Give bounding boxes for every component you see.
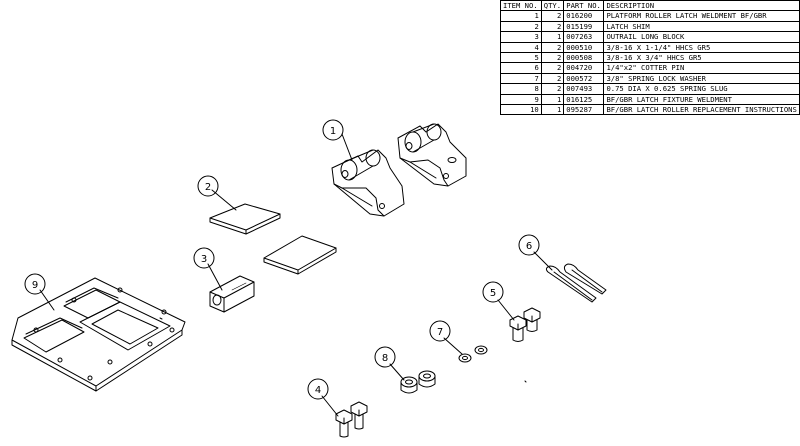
part-7-lock-washer-a — [458, 353, 472, 363]
balloon-8: 8 — [374, 346, 405, 381]
bom-description: PLATFORM ROLLER LATCH WELDMENT BF/GBR — [603, 10, 800, 22]
balloon-label-5: 5 — [490, 288, 496, 299]
part-9-latch-fixture-plate — [11, 277, 186, 392]
balloon-label-2: 2 — [205, 182, 211, 193]
balloon-4: 4 — [307, 378, 339, 417]
balloon-3: 3 — [193, 247, 223, 291]
bom-part-no: 007493 — [563, 83, 605, 95]
balloon-7: 7 — [429, 320, 463, 355]
balloon-label-7: 7 — [437, 327, 443, 338]
bom-header-part-no: PART NO. — [563, 0, 605, 12]
bom-description: 3/8" SPRING LOCK WASHER — [603, 72, 800, 85]
part-8-spring-slug-a — [400, 376, 418, 394]
drafting-marks — [159, 317, 527, 383]
bom-part-no: 015199 — [563, 20, 605, 33]
bom-item-no: 10 — [500, 104, 542, 116]
balloon-label-8: 8 — [382, 353, 388, 364]
part-5-short-bolt-b — [523, 307, 541, 332]
balloon-label-3: 3 — [201, 254, 207, 265]
balloon-label-9: 9 — [32, 280, 38, 291]
part-3-outrail-long-block — [209, 275, 255, 313]
bom-description: 3/8-16 X 1-1/4" HHCS GR5 — [603, 41, 800, 54]
part-5-short-bolt-a — [509, 315, 527, 342]
bom-part-no: 007263 — [563, 31, 605, 43]
part-2-latch-shim-b — [263, 235, 337, 275]
part-4-long-bolt-b — [350, 401, 368, 430]
balloon-9: 9 — [24, 273, 55, 311]
balloon-label-6: 6 — [526, 241, 532, 252]
balloon-2: 2 — [197, 175, 237, 211]
part-7-lock-washer-b — [474, 345, 488, 355]
balloon-label-4: 4 — [315, 385, 321, 396]
part-4-long-bolt-a — [335, 409, 353, 438]
part-8-spring-slug-b — [418, 370, 436, 388]
bom-description: BF/GBR LATCH ROLLER REPLACEMENT INSTRUCT… — [603, 104, 800, 116]
bom-part-no: 095287 — [563, 104, 605, 116]
bom-header-row: ITEM NO. QTY. PART NO. DESCRIPTION — [500, 0, 800, 12]
bom-description: BF/GBR LATCH FIXTURE WELDMENT — [603, 93, 800, 106]
part-1-roller-latch-weldment-a — [331, 149, 405, 217]
balloon-label-1: 1 — [330, 126, 336, 137]
bom-part-no: 016200 — [563, 10, 605, 22]
bom-part-no: 000508 — [563, 52, 605, 64]
bom-part-no: 004720 — [563, 62, 605, 74]
balloon-1: 1 — [322, 119, 353, 161]
balloon-5: 5 — [482, 281, 515, 321]
part-6-cotter-pin-a — [545, 265, 597, 303]
part-6-cotter-pin-b — [563, 263, 607, 295]
part-1-roller-latch-weldment-b — [397, 123, 467, 187]
bom-part-no: 016125 — [563, 93, 605, 106]
part-2-latch-shim-a — [209, 203, 281, 235]
bom-header-item-no: ITEM NO. — [500, 0, 542, 12]
balloon-6: 6 — [518, 234, 553, 271]
bom-description: 0.75 DIA X 0.625 SPRING SLUG — [603, 83, 800, 95]
bom-part-no: 000572 — [563, 72, 605, 85]
bom-part-no: 000510 — [563, 41, 605, 54]
